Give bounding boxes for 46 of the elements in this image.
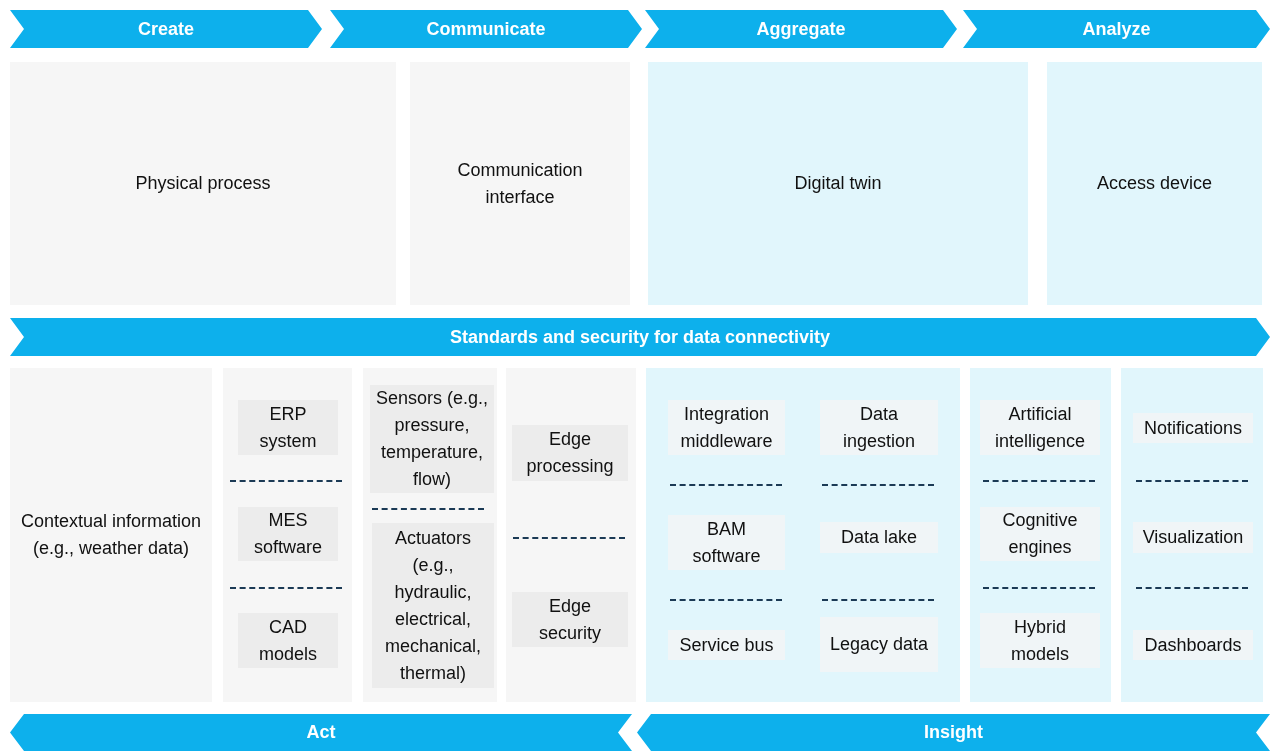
band-label: Analyze — [1081, 17, 1152, 41]
band-label: Standards and security for data connectivity — [448, 325, 832, 349]
chevron-band — [637, 714, 1270, 751]
item-label: BAM software — [691, 517, 762, 568]
item-label: MES software — [253, 509, 323, 559]
chevron-band — [330, 10, 642, 48]
panel-label: Digital twin — [793, 172, 883, 195]
panel-label: Communication interface — [456, 158, 584, 209]
band-label: Communicate — [425, 17, 547, 41]
item-label: Data ingestion — [841, 402, 917, 453]
panel — [223, 368, 352, 702]
panel — [648, 62, 1028, 305]
chevron-band — [963, 10, 1270, 48]
chevron-band — [10, 714, 632, 751]
item-label: Hybrid models — [1010, 615, 1070, 666]
panel — [363, 368, 497, 702]
panel-label: Physical process — [134, 172, 272, 195]
item-label: Visualization — [1141, 526, 1245, 549]
item-label: Legacy data — [828, 633, 930, 656]
item-label: Notifications — [1142, 416, 1243, 440]
band-label: Create — [137, 17, 195, 41]
item-label: CAD models — [258, 615, 318, 666]
panel — [1047, 62, 1262, 305]
panel-label: Contextual information (e.g., weather data) — [19, 510, 203, 560]
chevron-band — [10, 318, 1270, 356]
item-label: Dashboards — [1143, 633, 1243, 657]
item-label: Data lake — [839, 526, 918, 549]
chevron-band — [645, 10, 957, 48]
item-label: Edge processing — [525, 428, 615, 478]
item-label: Sensors (e.g., pressure, temperature, flow) — [374, 387, 490, 491]
item-label: Integration middleware — [679, 402, 774, 453]
panel — [970, 368, 1111, 702]
panel — [646, 368, 960, 702]
panel — [1121, 368, 1263, 702]
panel — [506, 368, 636, 702]
band-label: Insight — [923, 721, 984, 744]
item-label: ERP system — [258, 402, 318, 453]
band-label: Aggregate — [755, 17, 847, 41]
band-label: Act — [305, 721, 337, 744]
panel-label: Access device — [1095, 172, 1214, 195]
item-label: Actuators (e.g., hydraulic, electrical, mechanical, thermal) — [383, 526, 482, 685]
item-label: Cognitive engines — [1001, 509, 1079, 559]
item-label: Artificial intelligence — [993, 402, 1087, 453]
chevron-band — [10, 10, 322, 48]
item-label: Service bus — [678, 633, 775, 657]
item-label: Edge security — [538, 594, 602, 645]
